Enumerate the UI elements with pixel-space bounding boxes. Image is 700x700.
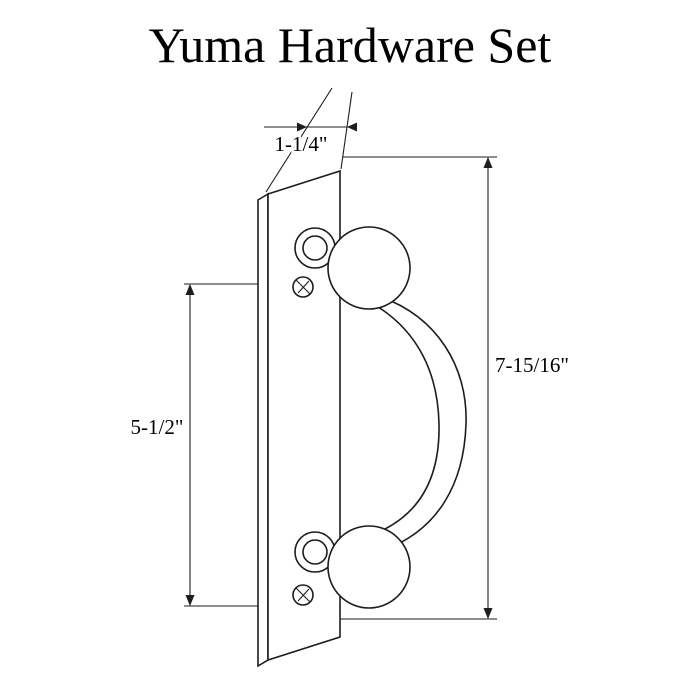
width-dimension	[264, 87, 357, 193]
bottom-screw	[292, 584, 314, 606]
backplate-side-edge	[257, 192, 269, 668]
spacing-arrow-down-icon	[185, 595, 195, 606]
top-knob-ball	[327, 226, 411, 310]
width-extension-left-line	[265, 87, 333, 193]
bottom-screw-cross-slot-icon	[297, 588, 310, 602]
top-screw-cross-slot-icon	[297, 280, 310, 294]
plate-width-label: 1-1/4"	[275, 132, 328, 156]
height-arrow-up-icon	[483, 157, 493, 168]
width-extension-right-line	[340, 91, 353, 170]
top-mounting-boss	[294, 227, 336, 269]
height-arrow-down-icon	[483, 608, 493, 619]
top-screw	[292, 276, 314, 298]
width-arrow-right-icon	[347, 122, 357, 132]
overall-height-label: 7-15/16"	[495, 353, 569, 377]
page-title: Yuma Hardware Set	[148, 17, 552, 73]
height-dimension	[334, 156, 497, 620]
bottom-boss-inner-ring	[302, 539, 328, 565]
handle-bow	[368, 295, 467, 551]
width-arrow-left-icon	[297, 122, 307, 132]
screw-spacing-label: 5-1/2"	[131, 415, 184, 439]
bottom-knob-ball	[327, 525, 411, 609]
spacing-arrow-up-icon	[185, 284, 195, 295]
top-boss-inner-ring	[302, 235, 328, 261]
